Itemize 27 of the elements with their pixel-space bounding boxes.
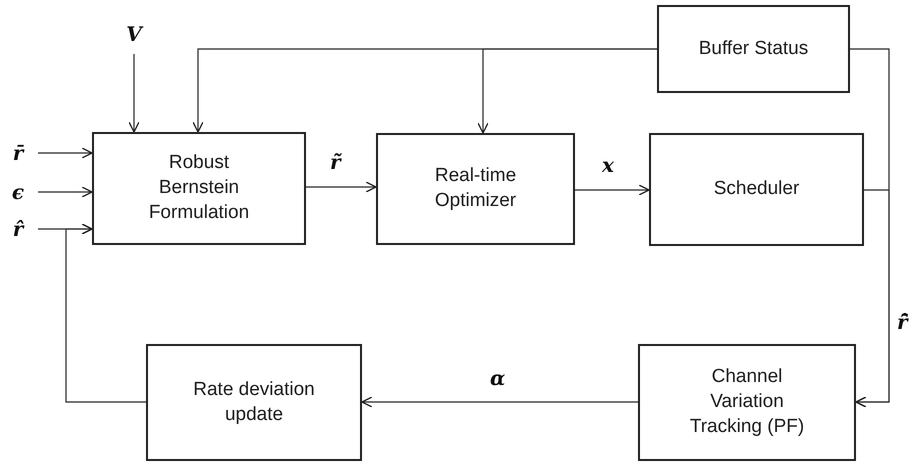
arrow xyxy=(361,396,638,408)
process-box xyxy=(146,344,362,461)
process-box xyxy=(376,133,575,245)
arrow xyxy=(306,181,377,193)
box-label: Scheduler xyxy=(714,177,800,202)
input-symbol: ϵ xyxy=(12,182,24,202)
arrow xyxy=(855,189,890,408)
arrow xyxy=(38,147,93,159)
process-box xyxy=(638,344,856,461)
arrow xyxy=(38,186,93,198)
input-symbol: r̄ xyxy=(12,143,24,163)
process-box xyxy=(649,133,864,246)
box-label: Real-time Optimizer xyxy=(434,164,518,213)
arrow xyxy=(128,54,140,133)
process-box xyxy=(657,5,850,93)
arrow xyxy=(575,184,650,196)
arrow xyxy=(477,48,657,134)
input-symbol: V xyxy=(126,24,142,44)
edge-label: r̂̄ xyxy=(895,312,910,332)
arrow xyxy=(65,223,146,403)
box-label: Channel Variation Tracking (PF) xyxy=(688,365,806,439)
process-box xyxy=(92,132,306,245)
box-label: Buffer Status xyxy=(698,36,808,61)
input-symbol: r̂ xyxy=(12,219,24,239)
edge-label: r̃ xyxy=(328,152,343,172)
box-label: Robust Bernstein Formulation xyxy=(148,151,250,225)
box-label: Rate deviation update xyxy=(192,378,316,426)
